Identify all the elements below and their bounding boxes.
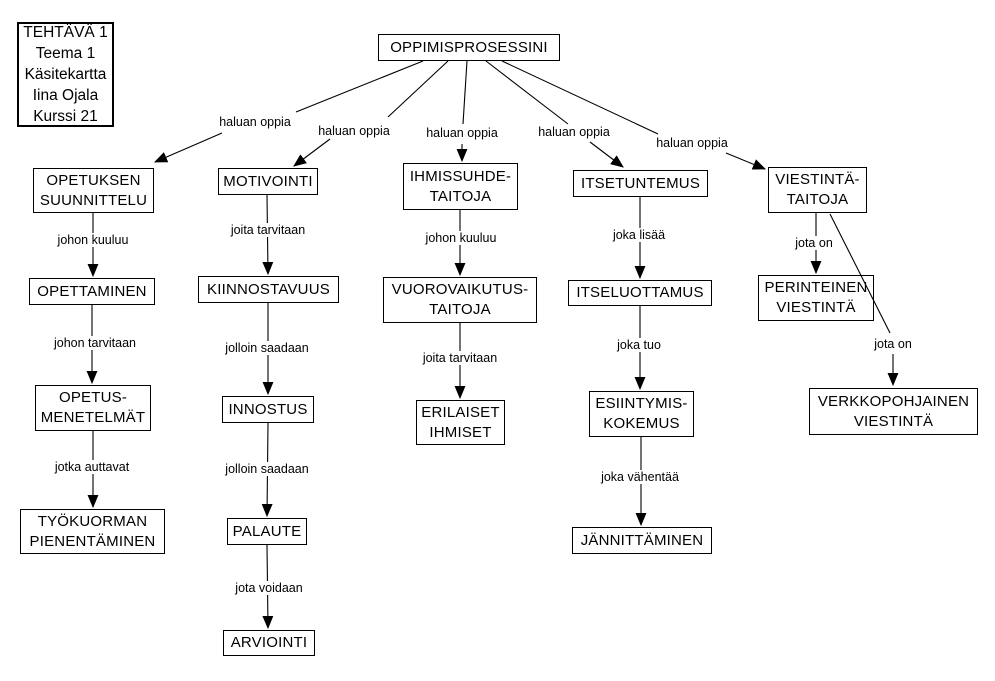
edge-label-joita-tarvitaan-1: joita tarvitaan [227,223,309,237]
edge-label-jolloin-saadaan-1: jolloin saadaan [222,341,312,355]
edge-label-haluan-oppia-3: haluan oppia [423,126,501,140]
edge-label-joita-tarvitaan-2: joita tarvitaan [419,351,501,365]
info-line-course: Kurssi 21 [33,108,98,125]
edge-label-johon-kuuluu-1: johon kuuluu [54,233,132,247]
info-line-author: Iina Ojala [32,87,99,104]
edge-label-jota-on-2: jota on [871,337,915,351]
edge-label-haluan-oppia-1: haluan oppia [216,115,294,129]
node-motivointi: MOTIVOINTI [218,168,318,195]
info-line-task: TEHTÄVÄ 1 [23,24,108,41]
edge-root-itsetuntemus [485,60,624,168]
node-opettaminen: OPETTAMINEN [29,278,155,305]
edge-label-joka-vahentaa: joka vähentää [598,470,682,484]
node-tyokuorman-pienentaminen: TYÖKUORMAN PIENENTÄMINEN [20,509,165,554]
node-kiinnostavuus: KIINNOSTAVUUS [198,276,339,303]
edge-label-haluan-oppia-5: haluan oppia [653,136,731,150]
node-perinteinen-viestinta: PERINTEINEN VIESTINTÄ [758,275,874,321]
node-opetusmenetelmat: OPETUS- MENETELMÄT [35,385,151,431]
node-viestintataitoja: VIESTINTÄ- TAITOJA [768,167,867,213]
edge-root-motivointi [293,60,449,167]
node-itsetuntemus: ITSETUNTEMUS [573,170,708,197]
node-vuorovaikutustaitoja: VUOROVAIKUTUS- TAITOJA [383,277,537,323]
edge-root-ihmissuhdetaitoja [456,60,468,163]
edge-label-jotka-auttavat: jotka auttavat [51,460,133,474]
node-innostus: INNOSTUS [222,396,314,423]
node-itseluottamus: ITSELUOTTAMUS [568,280,712,306]
edge-label-haluan-oppia-2: haluan oppia [315,124,393,138]
edge-label-johon-tarvitaan: johon tarvitaan [50,336,140,350]
node-oppimisprosessini: OPPIMISPROSESSINI [378,34,560,61]
edge-label-jota-voidaan: jota voidaan [232,581,306,595]
node-erilaiset-ihmiset: ERILAISET IHMISET [416,400,505,445]
edge-root-viestintataitoja [501,60,767,170]
node-ihmissuhdetaitoja: IHMISSUHDE- TAITOJA [403,163,518,210]
edge-label-joka-lisaa: joka lisää [609,228,669,242]
info-box: TEHTÄVÄ 1 Teema 1 Käsitekartta Iina Ojal… [17,22,114,127]
node-jannittaminen: JÄNNITTÄMINEN [572,527,712,554]
node-verkkopohjainen-viestinta: VERKKOPOHJAINEN VIESTINTÄ [809,388,978,435]
edge-label-jolloin-saadaan-2: jolloin saadaan [222,462,312,476]
edge-label-jota-on-1: jota on [792,236,836,250]
edge-root-opetuksen-suunnittelu [153,60,424,163]
edge-label-joka-tuo: joka tuo [614,338,664,352]
info-line-theme: Teema 1 [35,45,96,62]
edge-label-johon-kuuluu-2: johon kuuluu [422,231,500,245]
info-line-type: Käsitekartta [24,66,107,83]
edge-label-haluan-oppia-4: haluan oppia [535,125,613,139]
node-opetuksen-suunnittelu: OPETUKSEN SUUNNITTELU [33,168,154,213]
node-arviointi: ARVIOINTI [223,630,315,656]
node-palaute: PALAUTE [227,518,307,545]
node-esiintymiskokemus: ESIINTYMIS- KOKEMUS [589,391,694,437]
